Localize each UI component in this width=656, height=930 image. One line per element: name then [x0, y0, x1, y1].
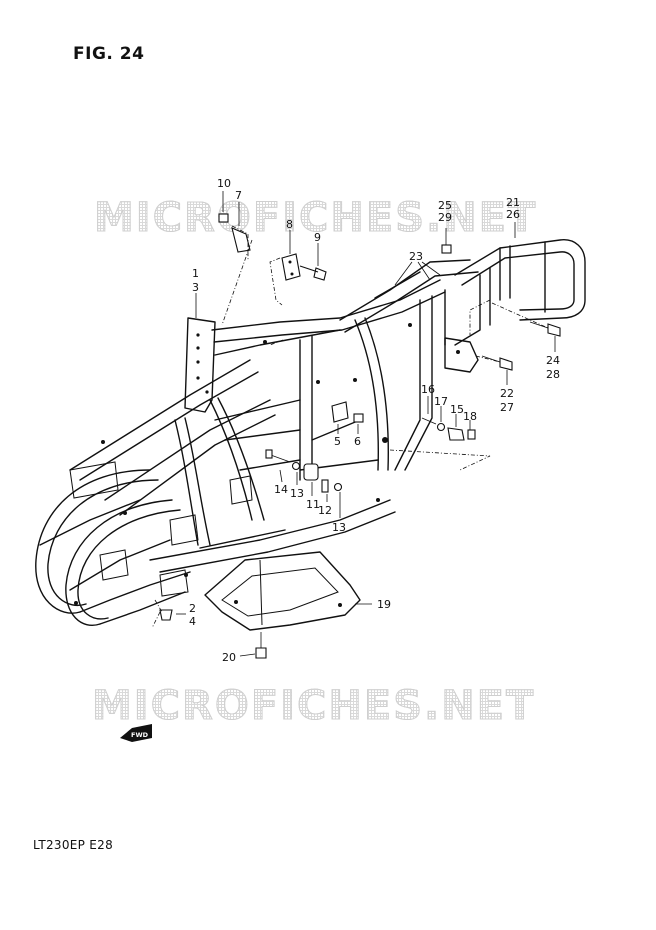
callout-25: 25 [438, 199, 452, 212]
callout-27: 27 [500, 401, 514, 414]
callout-3: 3 [192, 281, 199, 294]
bolt-24 [547, 323, 561, 337]
callout-5: 5 [334, 435, 341, 448]
callout-6: 6 [354, 435, 361, 448]
nut-10 [218, 213, 229, 223]
fwd-label: FWD [131, 731, 149, 739]
watermark-top: MICROFICHES.NET [93, 195, 538, 242]
washer-17 [436, 422, 446, 432]
callouts: 10 7 8 9 1 3 25 29 21 26 23 24 28 22 27 … [189, 177, 560, 664]
callout-22: 22 [500, 387, 514, 400]
callout-11: 11 [306, 498, 320, 511]
callout-24: 24 [546, 354, 560, 367]
nut-25 [441, 244, 452, 254]
callout-15: 15 [450, 403, 464, 416]
collar-12 [321, 479, 329, 493]
callout-17: 17 [434, 395, 448, 408]
callout-26: 26 [506, 208, 520, 221]
bolt-20 [255, 647, 267, 659]
skid-plate [204, 551, 361, 631]
callout-13-upper: 13 [290, 487, 304, 500]
callout-13-lower: 13 [332, 521, 346, 534]
bolt-16 [421, 417, 437, 425]
bolt-9 [299, 265, 327, 281]
figure-title: FIG. 24 [73, 44, 145, 64]
callout-28: 28 [546, 368, 560, 381]
callout-12: 12 [318, 504, 332, 517]
model-code: LT230EP E28 [33, 838, 114, 852]
callout-16: 16 [421, 383, 435, 396]
rubber-11 [303, 463, 319, 481]
main-frame [35, 239, 586, 626]
callout-2: 2 [189, 602, 196, 615]
callout-21: 21 [506, 196, 520, 209]
callout-7: 7 [235, 189, 242, 202]
callout-4: 4 [189, 615, 196, 628]
plate-8 [281, 253, 301, 281]
callout-18: 18 [463, 410, 477, 423]
callout-8: 8 [286, 218, 293, 231]
callout-10: 10 [217, 177, 231, 190]
bushing-15 [447, 427, 465, 441]
washer-13a [291, 461, 301, 471]
washer-13b [333, 482, 343, 492]
leader-lines [151, 191, 556, 657]
callout-19: 19 [377, 598, 391, 611]
callout-20: 20 [222, 651, 236, 664]
pin-18 [467, 429, 476, 440]
nut-6 [353, 413, 364, 423]
grommet-2 [159, 609, 173, 621]
callout-29: 29 [438, 211, 452, 224]
callout-1: 1 [192, 267, 199, 280]
callout-9: 9 [314, 231, 321, 244]
callout-23: 23 [409, 250, 423, 263]
bolt-22 [499, 357, 513, 371]
plate-5 [331, 401, 349, 423]
bracket-7 [231, 227, 251, 253]
watermark-bottom: MICROFICHES.NET [91, 683, 536, 730]
callout-14: 14 [274, 483, 288, 496]
fwd-arrow-icon: FWD [120, 724, 152, 742]
